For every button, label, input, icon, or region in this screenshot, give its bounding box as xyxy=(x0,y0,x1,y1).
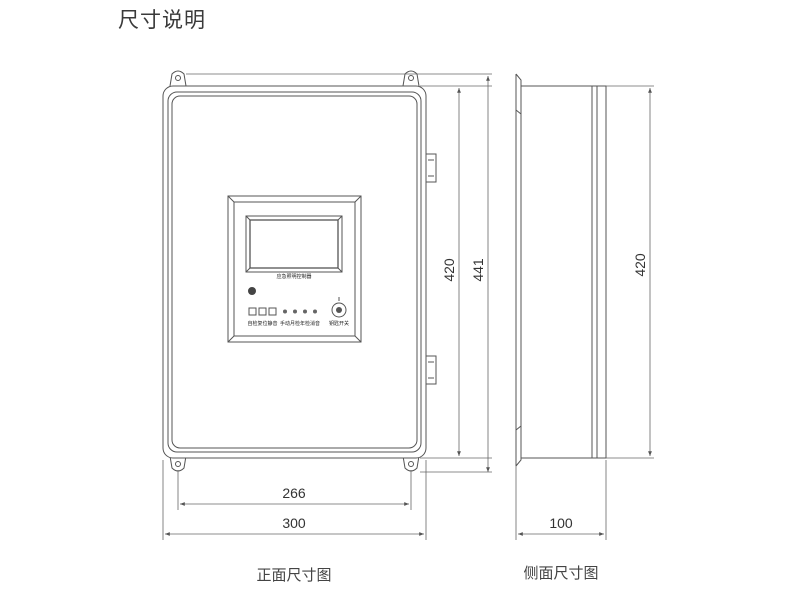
dim-label-420-side: 420 xyxy=(632,253,648,277)
button-label: 消音 xyxy=(310,320,320,327)
button-label: 手动 xyxy=(280,320,290,327)
dim-label-100: 100 xyxy=(549,515,573,531)
hinge-top xyxy=(425,153,437,183)
side-mount-bracket xyxy=(515,73,522,467)
dim-label-420-front: 420 xyxy=(441,258,457,282)
front-view xyxy=(162,70,437,472)
button-label: 月检 xyxy=(290,320,300,327)
front-dimensions xyxy=(162,73,492,540)
button-label: 自检 xyxy=(247,320,257,327)
key-switch-label: 钥匙开关 xyxy=(329,320,349,327)
button-labels: 自检复位静音手动月检年检消音 xyxy=(247,320,320,327)
front-view-caption: 正面尺寸图 xyxy=(256,566,331,584)
page-title: 尺寸说明 xyxy=(118,8,206,32)
side-dimensions xyxy=(515,85,654,540)
dim-label-300: 300 xyxy=(282,515,306,531)
dim-label-441: 441 xyxy=(470,258,486,282)
power-indicator xyxy=(248,287,256,295)
panel-button-3 xyxy=(268,307,277,316)
panel-button-1 xyxy=(248,307,257,316)
panel-led-3 xyxy=(303,309,307,314)
button-label: 年检 xyxy=(300,320,310,327)
side-view xyxy=(515,73,607,467)
button-label: 复位 xyxy=(257,320,267,327)
panel-label: 应急照明控制器 xyxy=(276,273,311,280)
mount-ear-top-left xyxy=(169,70,187,87)
hinge-bottom xyxy=(425,355,437,385)
button-label: 静音 xyxy=(267,320,277,327)
side-view-caption: 侧面尺寸图 xyxy=(523,564,598,582)
dim-label-266: 266 xyxy=(282,485,306,501)
mount-ear-top-right xyxy=(402,70,420,87)
lcd-screen xyxy=(249,219,339,269)
panel-led-4 xyxy=(313,309,317,314)
side-door-edge xyxy=(591,85,607,459)
panel-led-2 xyxy=(293,309,297,314)
enclosure-door xyxy=(167,91,422,453)
panel-led-1 xyxy=(283,309,287,314)
panel-button-2 xyxy=(258,307,267,316)
